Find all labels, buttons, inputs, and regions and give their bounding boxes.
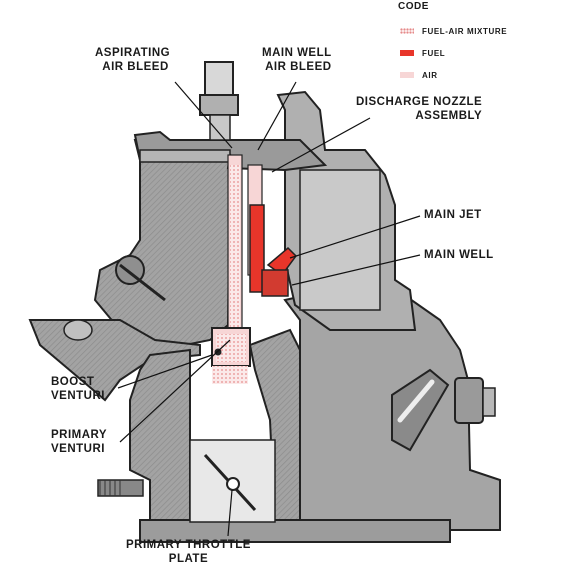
mixture-column <box>230 165 240 335</box>
label-boost-venturi: BOOST VENTURI <box>51 376 105 402</box>
mixture-spray <box>212 366 248 384</box>
legend-label-fuel: FUEL <box>422 49 446 58</box>
left-throttle-wall <box>129 348 191 531</box>
legend-swatch-fuel-air-mixture <box>400 28 414 34</box>
label-discharge-nozzle-assembly: DISCHARGE NOZZLE ASSEMBLY <box>356 96 483 122</box>
linkage-slot <box>391 368 450 452</box>
carburetor-body-left-section <box>93 139 231 346</box>
label-main-well-air-bleed: MAIN WELL AIR BLEED <box>262 47 332 73</box>
top-rim <box>139 149 231 163</box>
main-well <box>261 269 289 297</box>
label-main-well: MAIN WELL <box>424 249 494 261</box>
label-primary-venturi: PRIMARY VENTURI <box>51 429 108 455</box>
legend-label-fuel-air-mixture: FUEL-AIR MIXTURE <box>422 27 508 36</box>
legend-title: CODE <box>398 1 429 12</box>
base-plate <box>139 519 451 543</box>
left-knob <box>63 319 93 341</box>
label-main-jet: MAIN JET <box>424 209 482 221</box>
legend-label-air: AIR <box>422 71 438 80</box>
float-bowl-panel <box>299 169 381 311</box>
leader-lines <box>117 81 421 537</box>
air-horn-stack <box>204 61 234 98</box>
side-nut <box>454 377 484 424</box>
legend-swatch-fuel <box>400 50 414 56</box>
label-aspirating-air-bleed: ASPIRATING AIR BLEED <box>95 47 171 73</box>
legend-swatch-air <box>400 72 414 78</box>
label-primary-throttle-plate: PRIMARY THROTTLE PLATE <box>126 539 251 565</box>
